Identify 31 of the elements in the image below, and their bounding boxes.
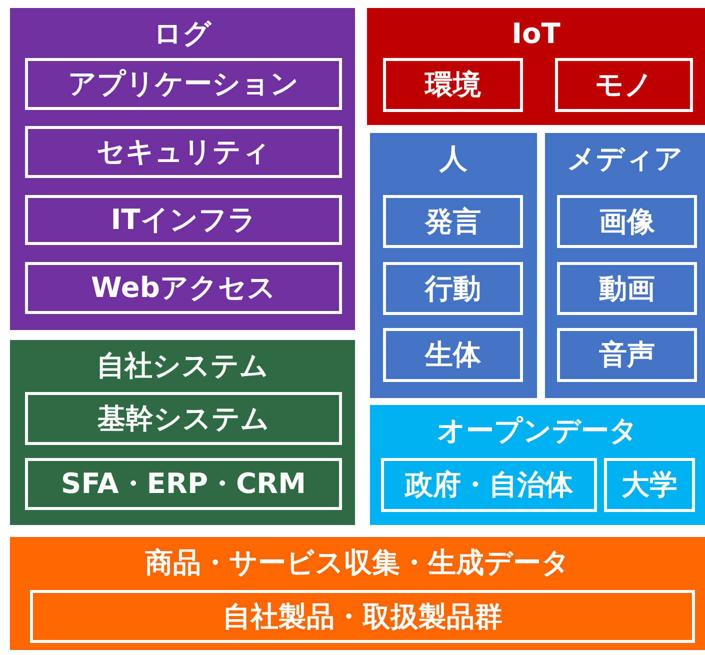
item-box: Webアクセス: [25, 262, 342, 314]
category-panel: [10, 537, 705, 650]
panel-heading: ログ: [152, 16, 212, 52]
item-box: 政府・自治体: [381, 458, 597, 512]
category-panel: [10, 8, 355, 330]
item-box: 基幹システム: [25, 392, 342, 445]
item-box: 生体: [383, 328, 523, 382]
item-box: セキュリティ: [25, 126, 342, 178]
panel-heading: メディア: [566, 141, 684, 177]
category-panel: [545, 133, 705, 398]
item-box: ITインフラ: [25, 195, 342, 245]
panel-heading: IoT: [510, 16, 562, 52]
panel-heading: オープンデータ: [436, 413, 639, 449]
panel-heading: 人: [438, 141, 468, 177]
item-box: 大学: [604, 458, 695, 512]
category-panel: [10, 340, 355, 525]
item-box: 画像: [557, 195, 697, 248]
panel-heading: 商品・サービス収集・生成データ: [144, 545, 571, 581]
item-box: 環境: [383, 58, 523, 112]
category-panel: [370, 405, 705, 525]
category-panel: [367, 8, 705, 125]
item-box: 自社製品・取扱製品群: [30, 590, 695, 643]
item-box: 行動: [383, 262, 523, 315]
category-panel: [370, 133, 537, 398]
panel-heading: 自社システム: [96, 348, 270, 384]
item-box: 音声: [557, 328, 697, 382]
item-box: 動画: [557, 262, 697, 315]
item-box: モノ: [555, 58, 693, 112]
item-box: SFA・ERP・CRM: [25, 458, 342, 510]
item-box: 発言: [383, 195, 523, 248]
item-box: アプリケーション: [25, 58, 342, 110]
